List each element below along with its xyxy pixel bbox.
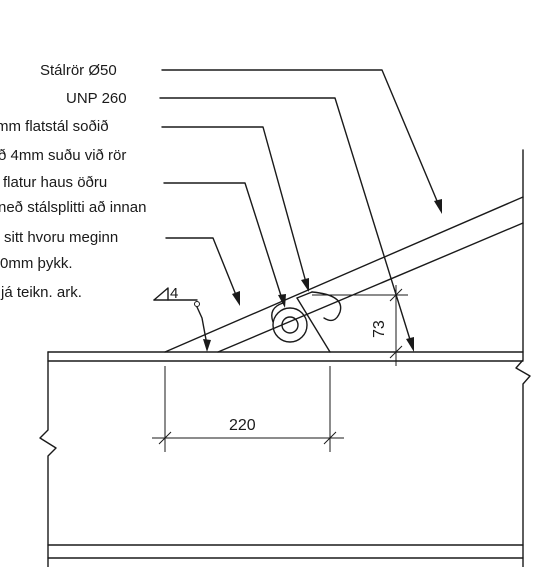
weld-triangle-icon (153, 287, 169, 301)
leaders (159, 69, 442, 352)
leader-plate (165, 237, 239, 301)
label-flatbar-line2: ð 4mm suðu við rör (0, 147, 126, 164)
channel-lower-edge (217, 222, 524, 353)
pipe-inner (281, 316, 299, 334)
beam (39, 149, 531, 567)
dim-tick-left (158, 431, 172, 445)
weld-node (194, 301, 200, 307)
leader-plate-arrow (232, 291, 240, 306)
weld-symbol: 4 (153, 285, 211, 352)
pipe-flat-bar (271, 302, 284, 323)
label-plate-line2: 0mm þykk. (0, 255, 73, 272)
dimension-vertical-text: 73 (371, 320, 388, 338)
end-plate (296, 297, 331, 353)
dim-tick-bottom (389, 345, 403, 359)
weld-arrow-head (203, 339, 211, 352)
label-plate-line1: sitt hvoru meginn (4, 229, 118, 246)
leader-head-arrow (278, 294, 286, 308)
beam-left-break (39, 351, 57, 567)
weld-leader (196, 306, 208, 346)
label-head-line2: neð stálsplitti að innan (0, 199, 146, 216)
leader-head (163, 182, 284, 303)
pipe-outer (272, 307, 308, 343)
vertical-dimension: 73 (312, 285, 408, 366)
leader-channel (159, 97, 413, 347)
leader-flatbar (161, 126, 308, 287)
channel-upper-edge (164, 196, 524, 353)
horizontal-dimension: 220 (152, 366, 344, 452)
leader-flatbar-arrow (301, 278, 309, 292)
leader-pipe-arrow (434, 199, 442, 214)
labels: Stálrör Ø50 UNP 260 mm flatstál soðið ð … (0, 62, 146, 301)
label-flatbar-line1: mm flatstál soðið (0, 118, 109, 135)
label-pipe: Stálrör Ø50 (40, 62, 117, 79)
inclined-channel (164, 196, 524, 353)
leader-pipe (161, 69, 441, 209)
dimension-horizontal-text: 220 (229, 417, 256, 434)
dim-tick-right (323, 431, 337, 445)
end-plate-top (296, 291, 313, 299)
beam-right-break (515, 149, 531, 567)
weld-size-text: 4 (170, 285, 178, 302)
leader-channel-arrow (406, 337, 414, 352)
label-head-line1: flatur haus öðru (3, 174, 107, 191)
label-channel: UNP 260 (66, 90, 127, 107)
label-plate-line3: já teikn. ark. (0, 284, 82, 301)
